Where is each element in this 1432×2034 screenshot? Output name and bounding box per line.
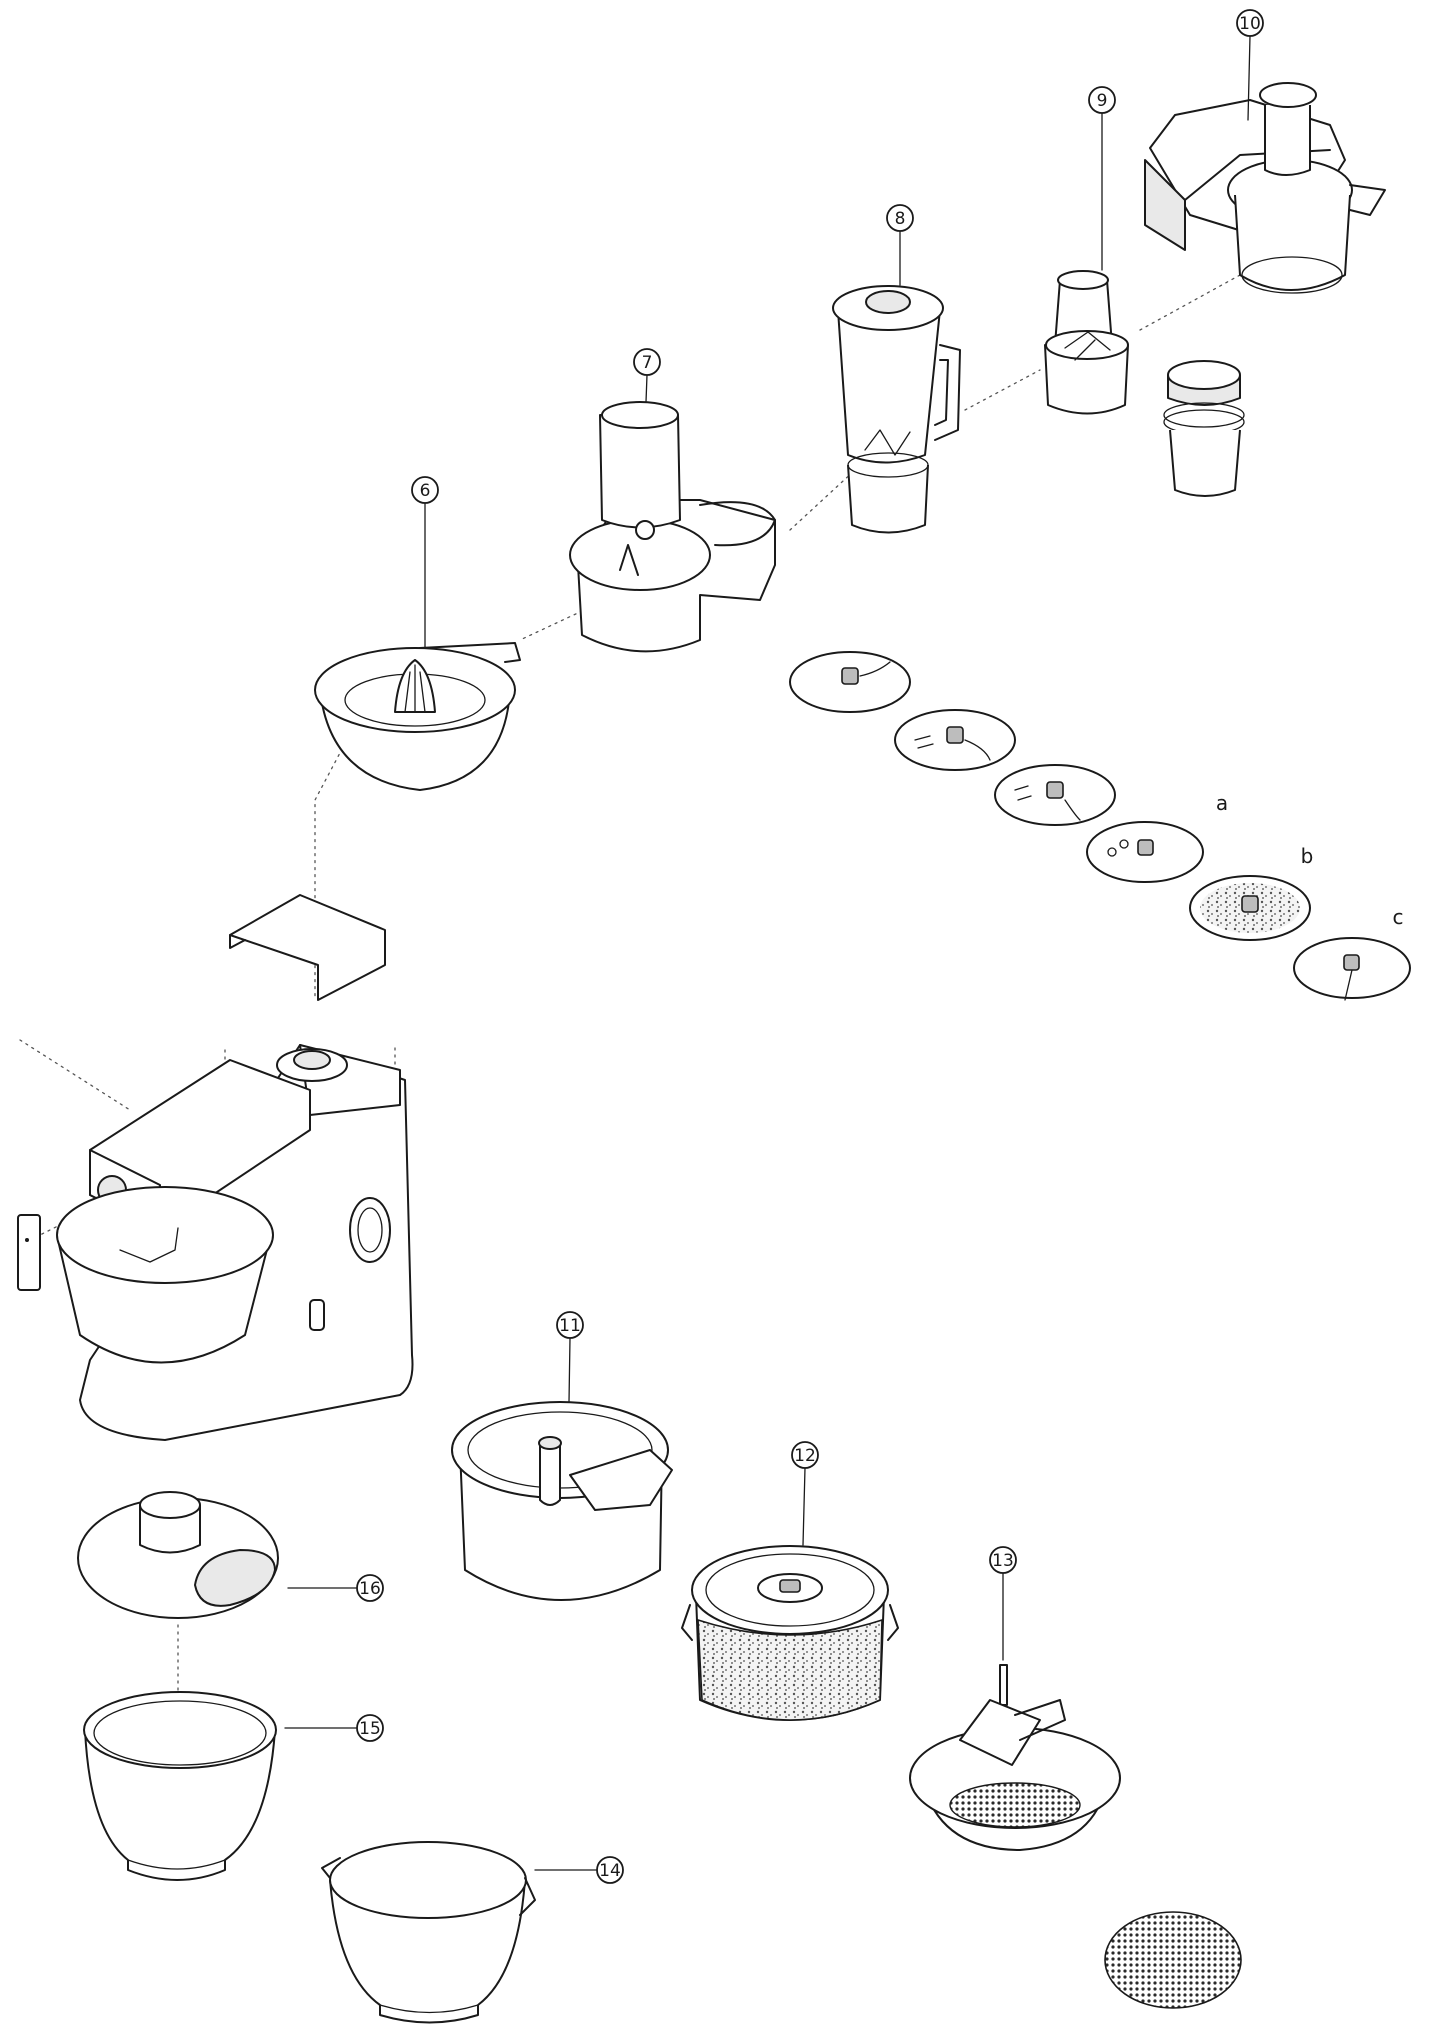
disc-label-c: c [1393, 905, 1404, 929]
callout-circle [633, 348, 661, 376]
sieve-icon [909, 1664, 1121, 1851]
callout-number: 16 [359, 1579, 381, 1599]
callout-8: 8 [886, 204, 914, 232]
callout-circle [886, 204, 914, 232]
callout-circle [411, 476, 439, 504]
callout-number: 10 [1239, 14, 1261, 34]
callout-11: 11 [556, 1311, 584, 1339]
steel-bowl-icon [83, 1691, 277, 1881]
callout-number: 12 [794, 1446, 816, 1466]
disc-3 [994, 764, 1116, 826]
disc-2 [894, 709, 1016, 771]
callout-number: 15 [359, 1719, 381, 1739]
leader-11 [568, 1337, 571, 1403]
stand-mixer-icon [17, 894, 414, 1441]
callout-15: 15 [356, 1714, 384, 1742]
disc-c [1293, 937, 1411, 1001]
callout-badges: 6 7 8 9 10 11 12 13 14 15 16 [356, 9, 1264, 1884]
callout-10: 10 [1236, 9, 1264, 37]
ice-cream-maker-icon [451, 1401, 673, 1601]
callout-circle [989, 1546, 1017, 1574]
leader-10 [1247, 35, 1251, 121]
callout-circle [1236, 9, 1264, 37]
callout-number: 14 [599, 1861, 621, 1881]
outlet-cover [229, 894, 386, 1001]
callout-circle [356, 1574, 384, 1602]
slicing-discs [789, 651, 1411, 1001]
callout-number: 8 [895, 209, 906, 229]
callout-circle [556, 1311, 584, 1339]
callout-circle [1088, 86, 1116, 114]
callout-number: 11 [559, 1316, 581, 1336]
splash-guard-icon [77, 1491, 279, 1619]
callout-number: 7 [642, 353, 653, 373]
callout-circle [596, 1856, 624, 1884]
glass-bowl-icon [321, 1841, 536, 2024]
sieve-mesh-icon [1104, 1911, 1242, 2009]
disc-b [1189, 875, 1311, 941]
callout-13: 13 [989, 1546, 1017, 1574]
disc-1 [789, 651, 911, 713]
callout-16: 16 [356, 1574, 384, 1602]
disc-label-a: a [1216, 791, 1228, 815]
callout-circle [791, 1441, 819, 1469]
disc-a [1086, 821, 1204, 883]
multi-mill-icon [1044, 270, 1129, 415]
leader-7 [645, 374, 648, 403]
citrus-juicer-icon [314, 642, 521, 791]
disc-label-b: b [1301, 844, 1314, 868]
spiralizer-icon [1144, 82, 1386, 294]
callout-number: 13 [992, 1551, 1014, 1571]
callout-12: 12 [791, 1441, 819, 1469]
steamer-pot-icon [681, 1545, 899, 1721]
callout-7: 7 [633, 348, 661, 376]
callout-number: 9 [1097, 91, 1108, 111]
callout-14: 14 [596, 1856, 624, 1884]
food-processor-icon [569, 401, 776, 653]
blender-icon [832, 285, 961, 534]
spice-jar-icon [1163, 360, 1245, 497]
callout-6: 6 [411, 476, 439, 504]
leader-12 [802, 1467, 806, 1546]
callout-number: 6 [420, 481, 431, 501]
callout-9: 9 [1088, 86, 1116, 114]
callout-circle [356, 1714, 384, 1742]
